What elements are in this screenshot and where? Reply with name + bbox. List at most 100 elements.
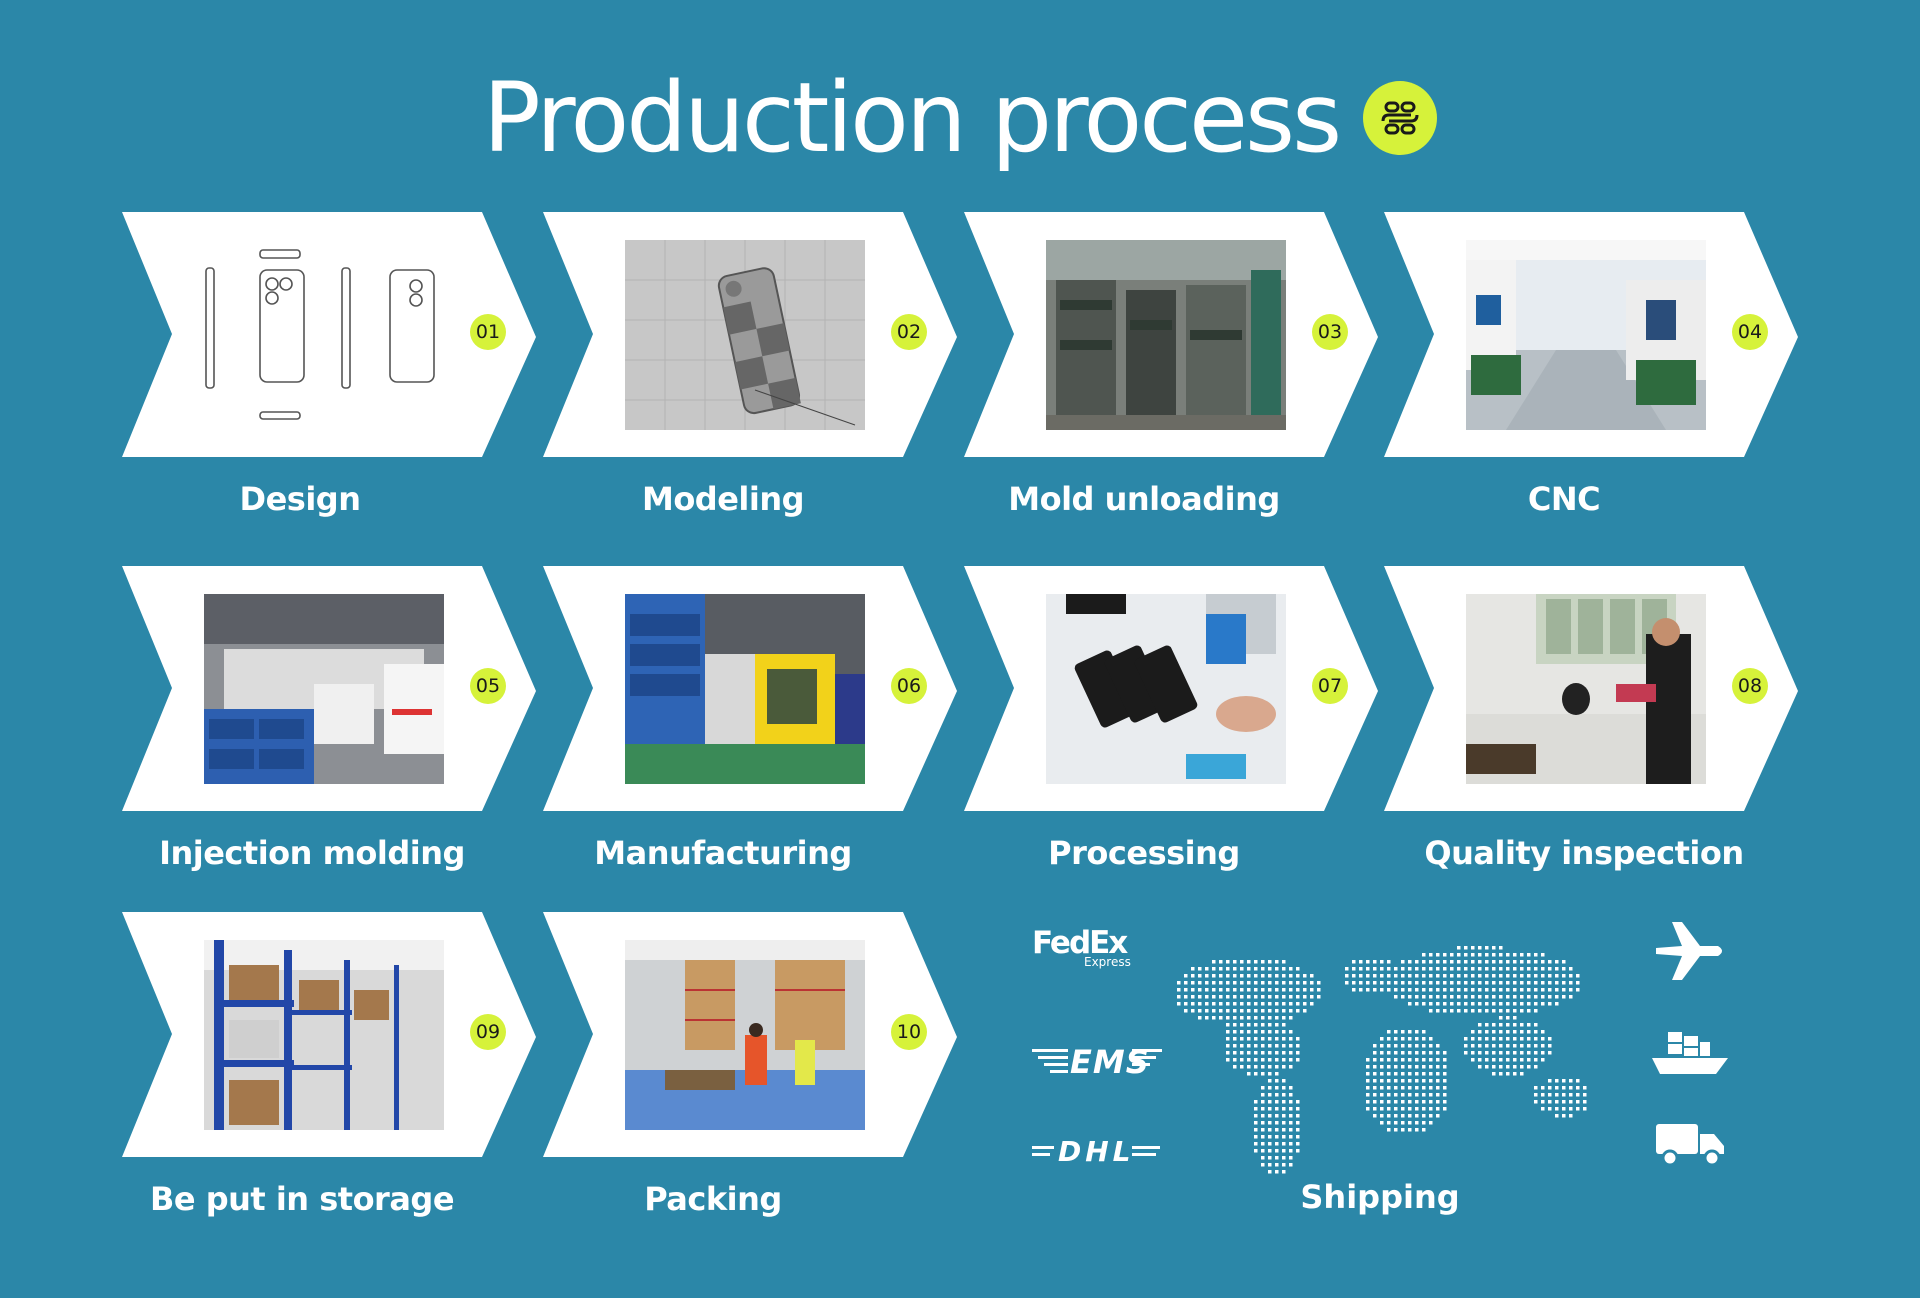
map-dot: [1191, 967, 1195, 971]
map-dot: [1261, 1072, 1265, 1076]
shipping-label: Shipping: [1300, 1178, 1460, 1216]
map-dot: [1422, 1093, 1426, 1097]
map-dot: [1366, 981, 1370, 985]
map-dot: [1184, 1002, 1188, 1006]
map-dot: [1296, 1037, 1300, 1041]
map-dot: [1380, 1121, 1384, 1125]
map-dot: [1289, 1100, 1293, 1104]
step-photo-warehouse-shelves: [204, 940, 444, 1130]
map-dot: [1513, 1044, 1517, 1048]
map-dot: [1415, 1002, 1419, 1006]
map-dot: [1513, 1016, 1517, 1020]
map-dot: [1492, 953, 1496, 957]
map-dot: [1268, 974, 1272, 978]
map-dot: [1443, 995, 1447, 999]
map-dot: [1282, 1100, 1286, 1104]
map-dot: [1485, 981, 1489, 985]
map-dot: [1282, 1051, 1286, 1055]
map-dot: [1527, 953, 1531, 957]
map-dot: [1429, 1009, 1433, 1013]
map-dot: [1478, 1058, 1482, 1062]
map-dot: [1254, 1002, 1258, 1006]
map-dot: [1562, 960, 1566, 964]
map-dot: [1513, 1058, 1517, 1062]
map-dot: [1415, 1058, 1419, 1062]
map-dot: [1261, 1058, 1265, 1062]
map-dot: [1485, 1009, 1489, 1013]
map-dot: [1429, 1093, 1433, 1097]
map-dot: [1583, 1093, 1587, 1097]
map-dot: [1429, 988, 1433, 992]
map-dot: [1485, 974, 1489, 978]
map-dot: [1457, 981, 1461, 985]
map-dot: [1562, 1114, 1566, 1118]
map-dot: [1268, 995, 1272, 999]
map-dot: [1261, 1100, 1265, 1104]
map-dot: [1576, 1086, 1580, 1090]
map-dot: [1534, 1002, 1538, 1006]
map-dot: [1352, 967, 1356, 971]
map-dot: [1492, 974, 1496, 978]
map-dot: [1450, 1002, 1454, 1006]
map-dot: [1275, 1121, 1279, 1125]
map-dot: [1282, 1037, 1286, 1041]
step-label: Packing: [644, 1180, 782, 1218]
map-dot: [1254, 1016, 1258, 1020]
map-dot: [1457, 967, 1461, 971]
map-dot: [1282, 1135, 1286, 1139]
map-dot: [1387, 1128, 1391, 1132]
map-dot: [1247, 1058, 1251, 1062]
map-dot: [1415, 1051, 1419, 1055]
map-dot: [1289, 1149, 1293, 1153]
map-dot: [1247, 967, 1251, 971]
map-dot: [1443, 1100, 1447, 1104]
map-dot: [1408, 1051, 1412, 1055]
step-photo-phone-drawing: [204, 240, 444, 430]
map-dot: [1541, 1002, 1545, 1006]
map-dot: [1254, 1058, 1258, 1062]
map-dot: [1275, 1072, 1279, 1076]
map-dot: [1499, 988, 1503, 992]
map-dot: [1219, 974, 1223, 978]
map-dot: [1184, 995, 1188, 999]
map-dot: [1387, 1058, 1391, 1062]
map-dot: [1303, 995, 1307, 999]
map-dot: [1282, 1009, 1286, 1013]
map-dot: [1254, 1051, 1258, 1055]
map-dot: [1471, 981, 1475, 985]
map-dot: [1401, 1037, 1405, 1041]
map-dot: [1289, 1156, 1293, 1160]
map-dot: [1548, 1079, 1552, 1083]
map-dot: [1513, 1072, 1517, 1076]
map-dot: [1268, 988, 1272, 992]
map-dot: [1380, 1086, 1384, 1090]
map-dot: [1499, 946, 1503, 950]
step-photo-production-machine: [625, 594, 865, 784]
map-dot: [1534, 1051, 1538, 1055]
map-dot: [1520, 1037, 1524, 1041]
map-dot: [1492, 1023, 1496, 1027]
map-dot: [1499, 1044, 1503, 1048]
map-dot: [1478, 953, 1482, 957]
map-dot: [1569, 988, 1573, 992]
map-dot: [1233, 1058, 1237, 1062]
map-dot: [1282, 1121, 1286, 1125]
world-map: [1177, 946, 1587, 1174]
map-dot: [1275, 1128, 1279, 1132]
map-dot: [1394, 1086, 1398, 1090]
map-dot: [1401, 1121, 1405, 1125]
map-dot: [1513, 988, 1517, 992]
map-dot: [1233, 1016, 1237, 1020]
map-dot: [1534, 995, 1538, 999]
map-dot: [1233, 988, 1237, 992]
map-dot: [1422, 1128, 1426, 1132]
map-dot: [1247, 1009, 1251, 1013]
map-dot: [1240, 1023, 1244, 1027]
map-dot: [1289, 1002, 1293, 1006]
fedex-logo: FedEx: [1032, 925, 1128, 961]
map-dot: [1240, 1051, 1244, 1055]
map-dot: [1282, 1044, 1286, 1048]
map-dot: [1450, 967, 1454, 971]
map-dot: [1527, 1044, 1531, 1048]
map-dot: [1401, 1079, 1405, 1083]
